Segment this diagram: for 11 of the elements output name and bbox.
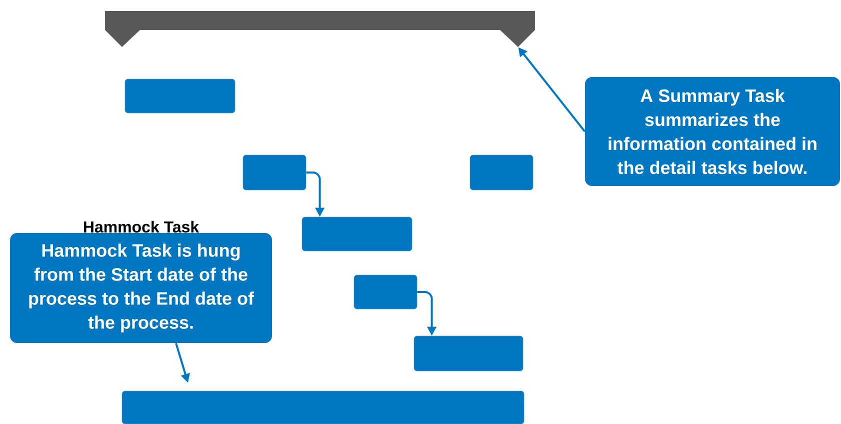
summary-bar — [105, 11, 535, 47]
hammock-bar — [122, 390, 524, 424]
task-bar — [470, 154, 534, 190]
task-bar — [354, 274, 418, 310]
task-bar — [302, 216, 412, 252]
task-bar — [242, 154, 306, 190]
callout-box: A Summary Task summarizes the information contained in the detail tasks below. — [585, 77, 840, 186]
task-bar — [414, 336, 524, 372]
callout-heading: Hammock Task — [84, 220, 200, 233]
task-bar — [124, 78, 236, 114]
callout-box: Hammock Task is hung from the Start date of the process to the End date of the process. — [10, 233, 272, 343]
